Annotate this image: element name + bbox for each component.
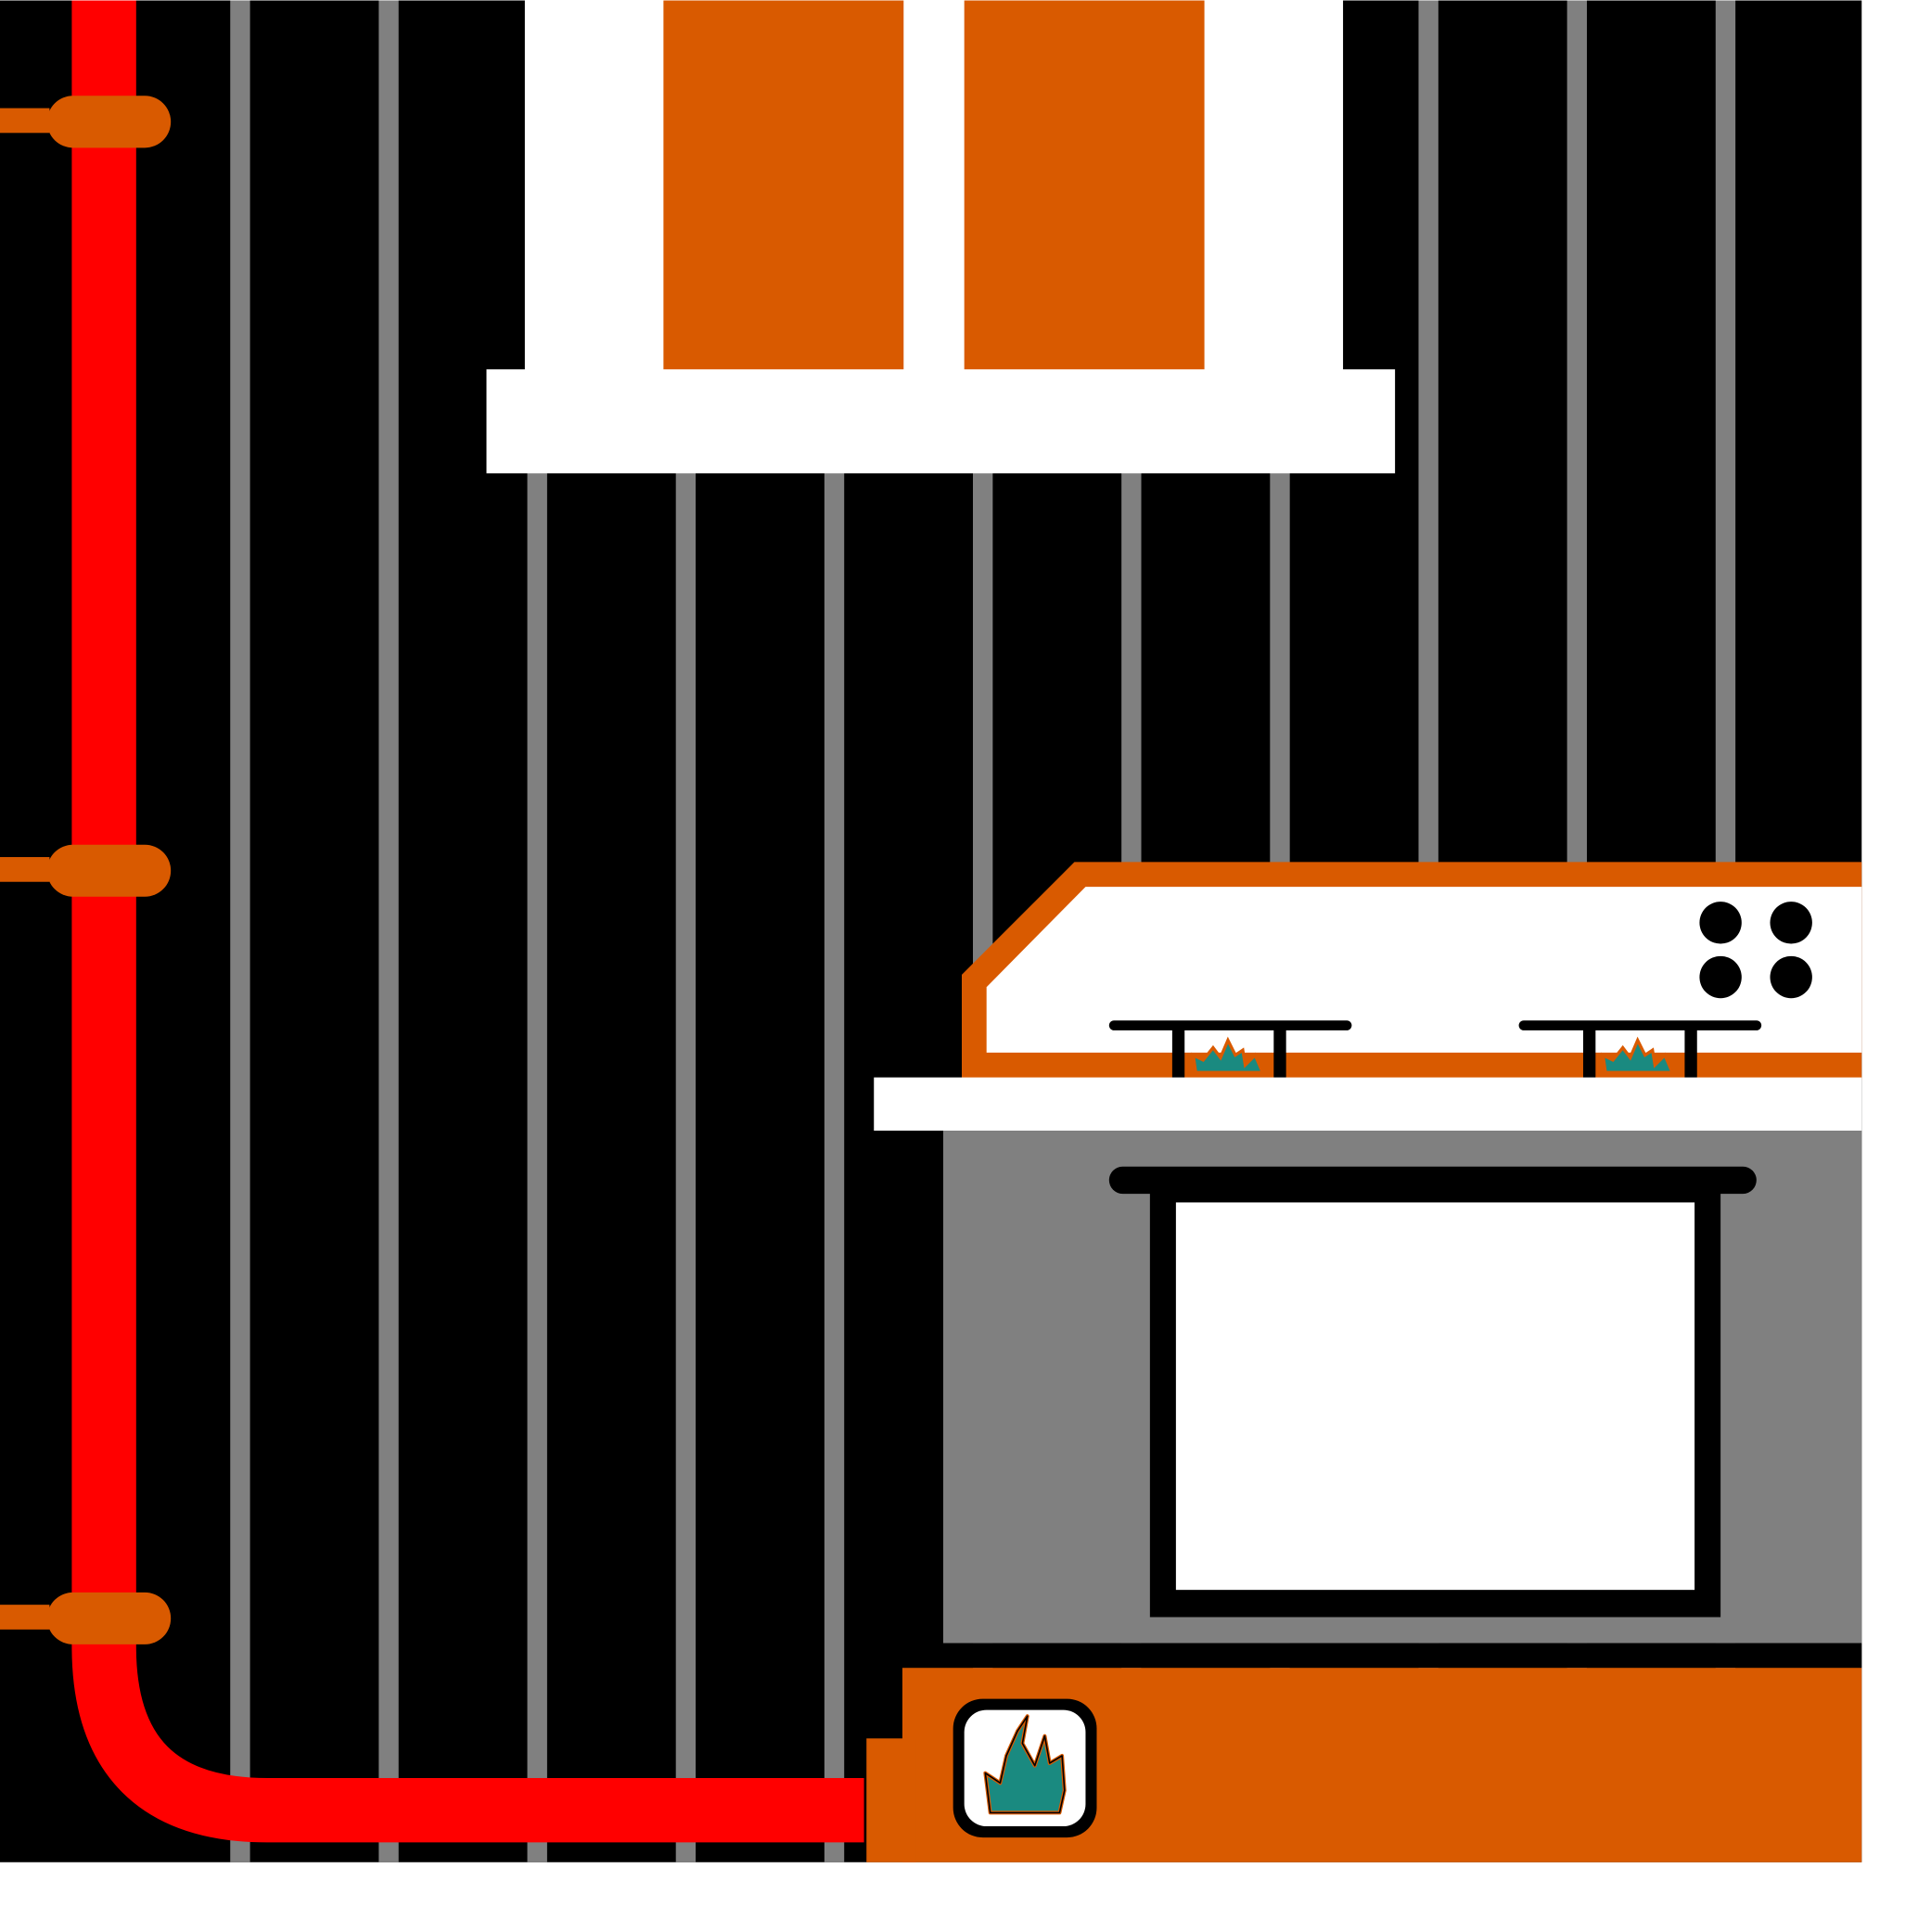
stove-knob-icon[interactable] xyxy=(1770,902,1812,944)
gas-pipe xyxy=(0,0,864,1843)
burner-leg xyxy=(1582,1025,1596,1081)
stove-knob-icon[interactable] xyxy=(1699,955,1742,999)
wall-stripe xyxy=(230,0,250,1862)
range-hood-panel-left xyxy=(663,0,904,371)
stove-back-panel xyxy=(986,887,1862,1053)
flame-icon xyxy=(1191,1036,1265,1074)
gas-inlet xyxy=(866,1738,916,1862)
range-hood-body xyxy=(524,0,1344,372)
pipe-clamp-icon xyxy=(0,96,172,148)
burner xyxy=(1518,1020,1762,1081)
burner-leg xyxy=(1684,1025,1697,1081)
gas-stove xyxy=(866,862,1862,1862)
stove-knob-icon[interactable] xyxy=(1770,955,1812,999)
gas-flame-badge xyxy=(953,1698,1097,1838)
stove-countertop xyxy=(874,1077,1862,1132)
burner-leg xyxy=(1273,1025,1286,1081)
burner-grate xyxy=(1108,1020,1352,1030)
pipe-clamp-icon xyxy=(0,844,172,897)
flame-icon xyxy=(1601,1036,1675,1074)
burner xyxy=(1108,1020,1352,1081)
oven-base-shadow xyxy=(902,1643,1862,1669)
wall-stripe xyxy=(378,0,399,1862)
oven-window xyxy=(1175,1202,1695,1591)
burner-leg xyxy=(1171,1025,1185,1081)
range-hood-panel-right xyxy=(964,0,1205,371)
range-hood xyxy=(486,0,1396,474)
burner-grate xyxy=(1518,1020,1762,1030)
gas-pipe-line xyxy=(71,0,864,1843)
gas-flame-icon-outline xyxy=(984,1715,1066,1814)
range-hood-shelf xyxy=(486,369,1396,474)
stove-knob-icon[interactable] xyxy=(1699,902,1742,944)
pipe-clamp-icon xyxy=(0,1592,172,1644)
